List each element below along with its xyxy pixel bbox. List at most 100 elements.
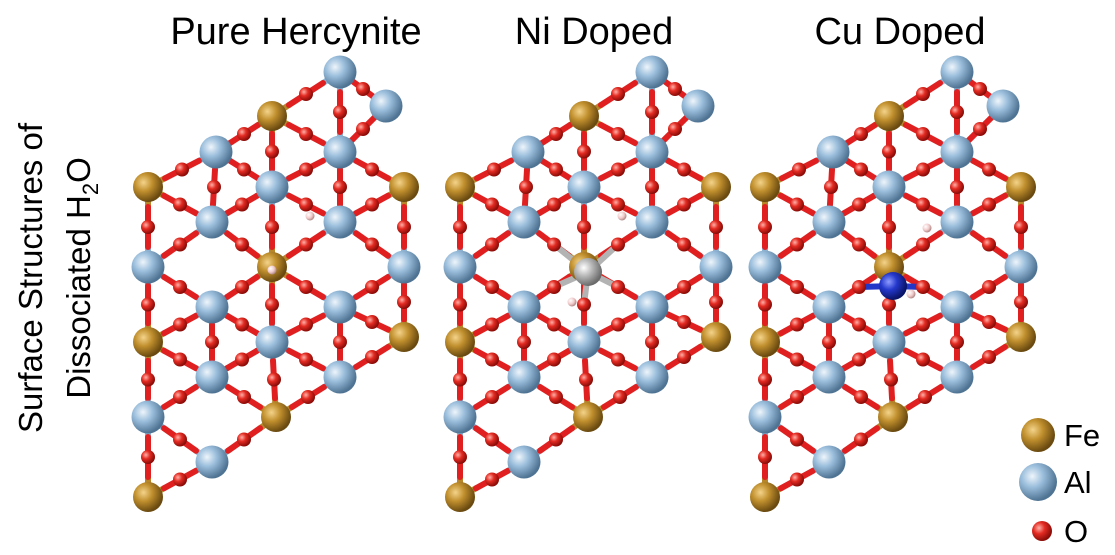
- oxygen-atom: [237, 127, 251, 141]
- oxygen-atom: [235, 280, 249, 294]
- oxygen-atom: [453, 220, 467, 234]
- aluminum-atom: [635, 205, 669, 239]
- aluminum-atom: [323, 290, 357, 324]
- oxygen-atom: [299, 280, 313, 294]
- aluminum-atom: [131, 250, 165, 284]
- y-label-line2-main: Dissociated H: [60, 195, 97, 399]
- oxygen-atom: [884, 372, 898, 387]
- legend-al-label: Al: [1064, 465, 1092, 500]
- oxygen-atom: [549, 162, 563, 177]
- oxygen-atom: [549, 432, 563, 447]
- oxygen-atom: [916, 280, 930, 294]
- iron-atom: [750, 327, 780, 357]
- legend-o-sphere: [1032, 521, 1052, 541]
- oxygen-atom: [790, 472, 804, 487]
- aluminum-atom: [635, 360, 669, 394]
- oxygen-atom: [265, 144, 279, 159]
- aluminum-atom: [635, 290, 669, 324]
- oxygen-atom: [916, 317, 930, 332]
- oxygen-atom: [235, 197, 249, 212]
- oxygen-atom: [333, 335, 347, 349]
- aluminum-atom: [131, 400, 165, 434]
- oxygen-atom: [205, 335, 219, 349]
- oxygen-atom: [547, 352, 561, 367]
- oxygen-atom: [645, 180, 659, 194]
- oxygen-atom: [790, 432, 804, 447]
- hydrogen-atom: [267, 265, 277, 275]
- oxygen-atom: [852, 352, 866, 367]
- aluminum-atom: [443, 400, 477, 434]
- oxygen-atom: [645, 335, 659, 349]
- oxygen-atom: [918, 390, 932, 404]
- oxygen-atom: [577, 144, 591, 159]
- aluminum-atom: [940, 135, 974, 169]
- oxygen-atom: [709, 220, 723, 234]
- oxygen-atom: [611, 127, 625, 141]
- aluminum-atom: [940, 360, 974, 394]
- oxygen-atom: [611, 352, 625, 367]
- aluminum-atom: [812, 205, 846, 239]
- aluminum-atom: [387, 250, 421, 284]
- iron-atom: [261, 402, 291, 432]
- iron-atom: [389, 172, 419, 202]
- iron-atom: [569, 101, 599, 131]
- oxygen-atom: [611, 317, 625, 332]
- oxygen-atom: [173, 197, 187, 212]
- oxygen-atom: [485, 280, 499, 294]
- oxygen-atom: [982, 197, 996, 212]
- oxygen-atom: [173, 280, 187, 294]
- oxygen-atom: [299, 87, 313, 101]
- oxygen-atom: [611, 197, 625, 212]
- oxygen-atom: [577, 220, 591, 234]
- oxygen-atom: [852, 237, 866, 252]
- oxygen-atom: [299, 197, 313, 212]
- oxygen-atom: [365, 237, 379, 252]
- aluminum-atom: [195, 360, 229, 394]
- oxygen-atom: [677, 315, 691, 329]
- iron-atom: [1006, 172, 1036, 202]
- oxygen-atom: [333, 105, 347, 119]
- iron-atom: [750, 172, 780, 202]
- oxygen-atom: [547, 280, 561, 294]
- iron-atom: [573, 402, 603, 432]
- oxygen-atom: [485, 352, 499, 367]
- oxygen-atom: [299, 127, 313, 141]
- oxygen-atom: [677, 350, 691, 364]
- legend-al-sphere: [1019, 463, 1057, 501]
- oxygen-atom: [237, 162, 251, 177]
- oxygen-atom: [333, 180, 347, 194]
- oxygen-atom: [173, 237, 187, 252]
- ni-dopant-atom: [574, 258, 602, 286]
- oxygen-atom: [882, 297, 896, 312]
- cu-dopant-atom: [879, 272, 907, 300]
- oxygen-atom: [982, 315, 996, 329]
- oxygen-atom: [235, 352, 249, 367]
- hydrogen-atom: [922, 223, 932, 233]
- oxygen-atom: [141, 450, 155, 464]
- legend: Fe Al O: [1019, 418, 1100, 549]
- oxygen-atom: [982, 162, 996, 177]
- oxygen-atom: [677, 162, 691, 177]
- aluminum-atom: [255, 325, 289, 359]
- oxygen-atom: [173, 317, 187, 332]
- oxygen-atom: [141, 372, 155, 387]
- panel-title-pure: Pure Hercynite: [170, 11, 421, 53]
- oxygen-atom: [579, 372, 593, 387]
- hydrogen-atom: [305, 211, 315, 221]
- y-label-line2-end: O: [60, 157, 97, 183]
- oxygen-atom: [790, 390, 804, 404]
- aluminum-atom: [507, 290, 541, 324]
- oxygen-atom: [790, 317, 804, 332]
- iron-atom: [257, 101, 287, 131]
- aluminum-atom: [812, 290, 846, 324]
- oxygen-atom: [790, 237, 804, 252]
- oxygen-atom: [485, 197, 499, 212]
- y-axis-label: Surface Structures of Dissociated H2O: [12, 122, 103, 433]
- oxygen-atom: [237, 390, 251, 404]
- oxygen-atom: [1014, 220, 1028, 234]
- oxygen-atom: [668, 82, 682, 96]
- oxygen-atom: [611, 87, 625, 101]
- aluminum-atom: [940, 290, 974, 324]
- oxygen-atom: [237, 432, 251, 447]
- oxygen-atom: [356, 122, 370, 136]
